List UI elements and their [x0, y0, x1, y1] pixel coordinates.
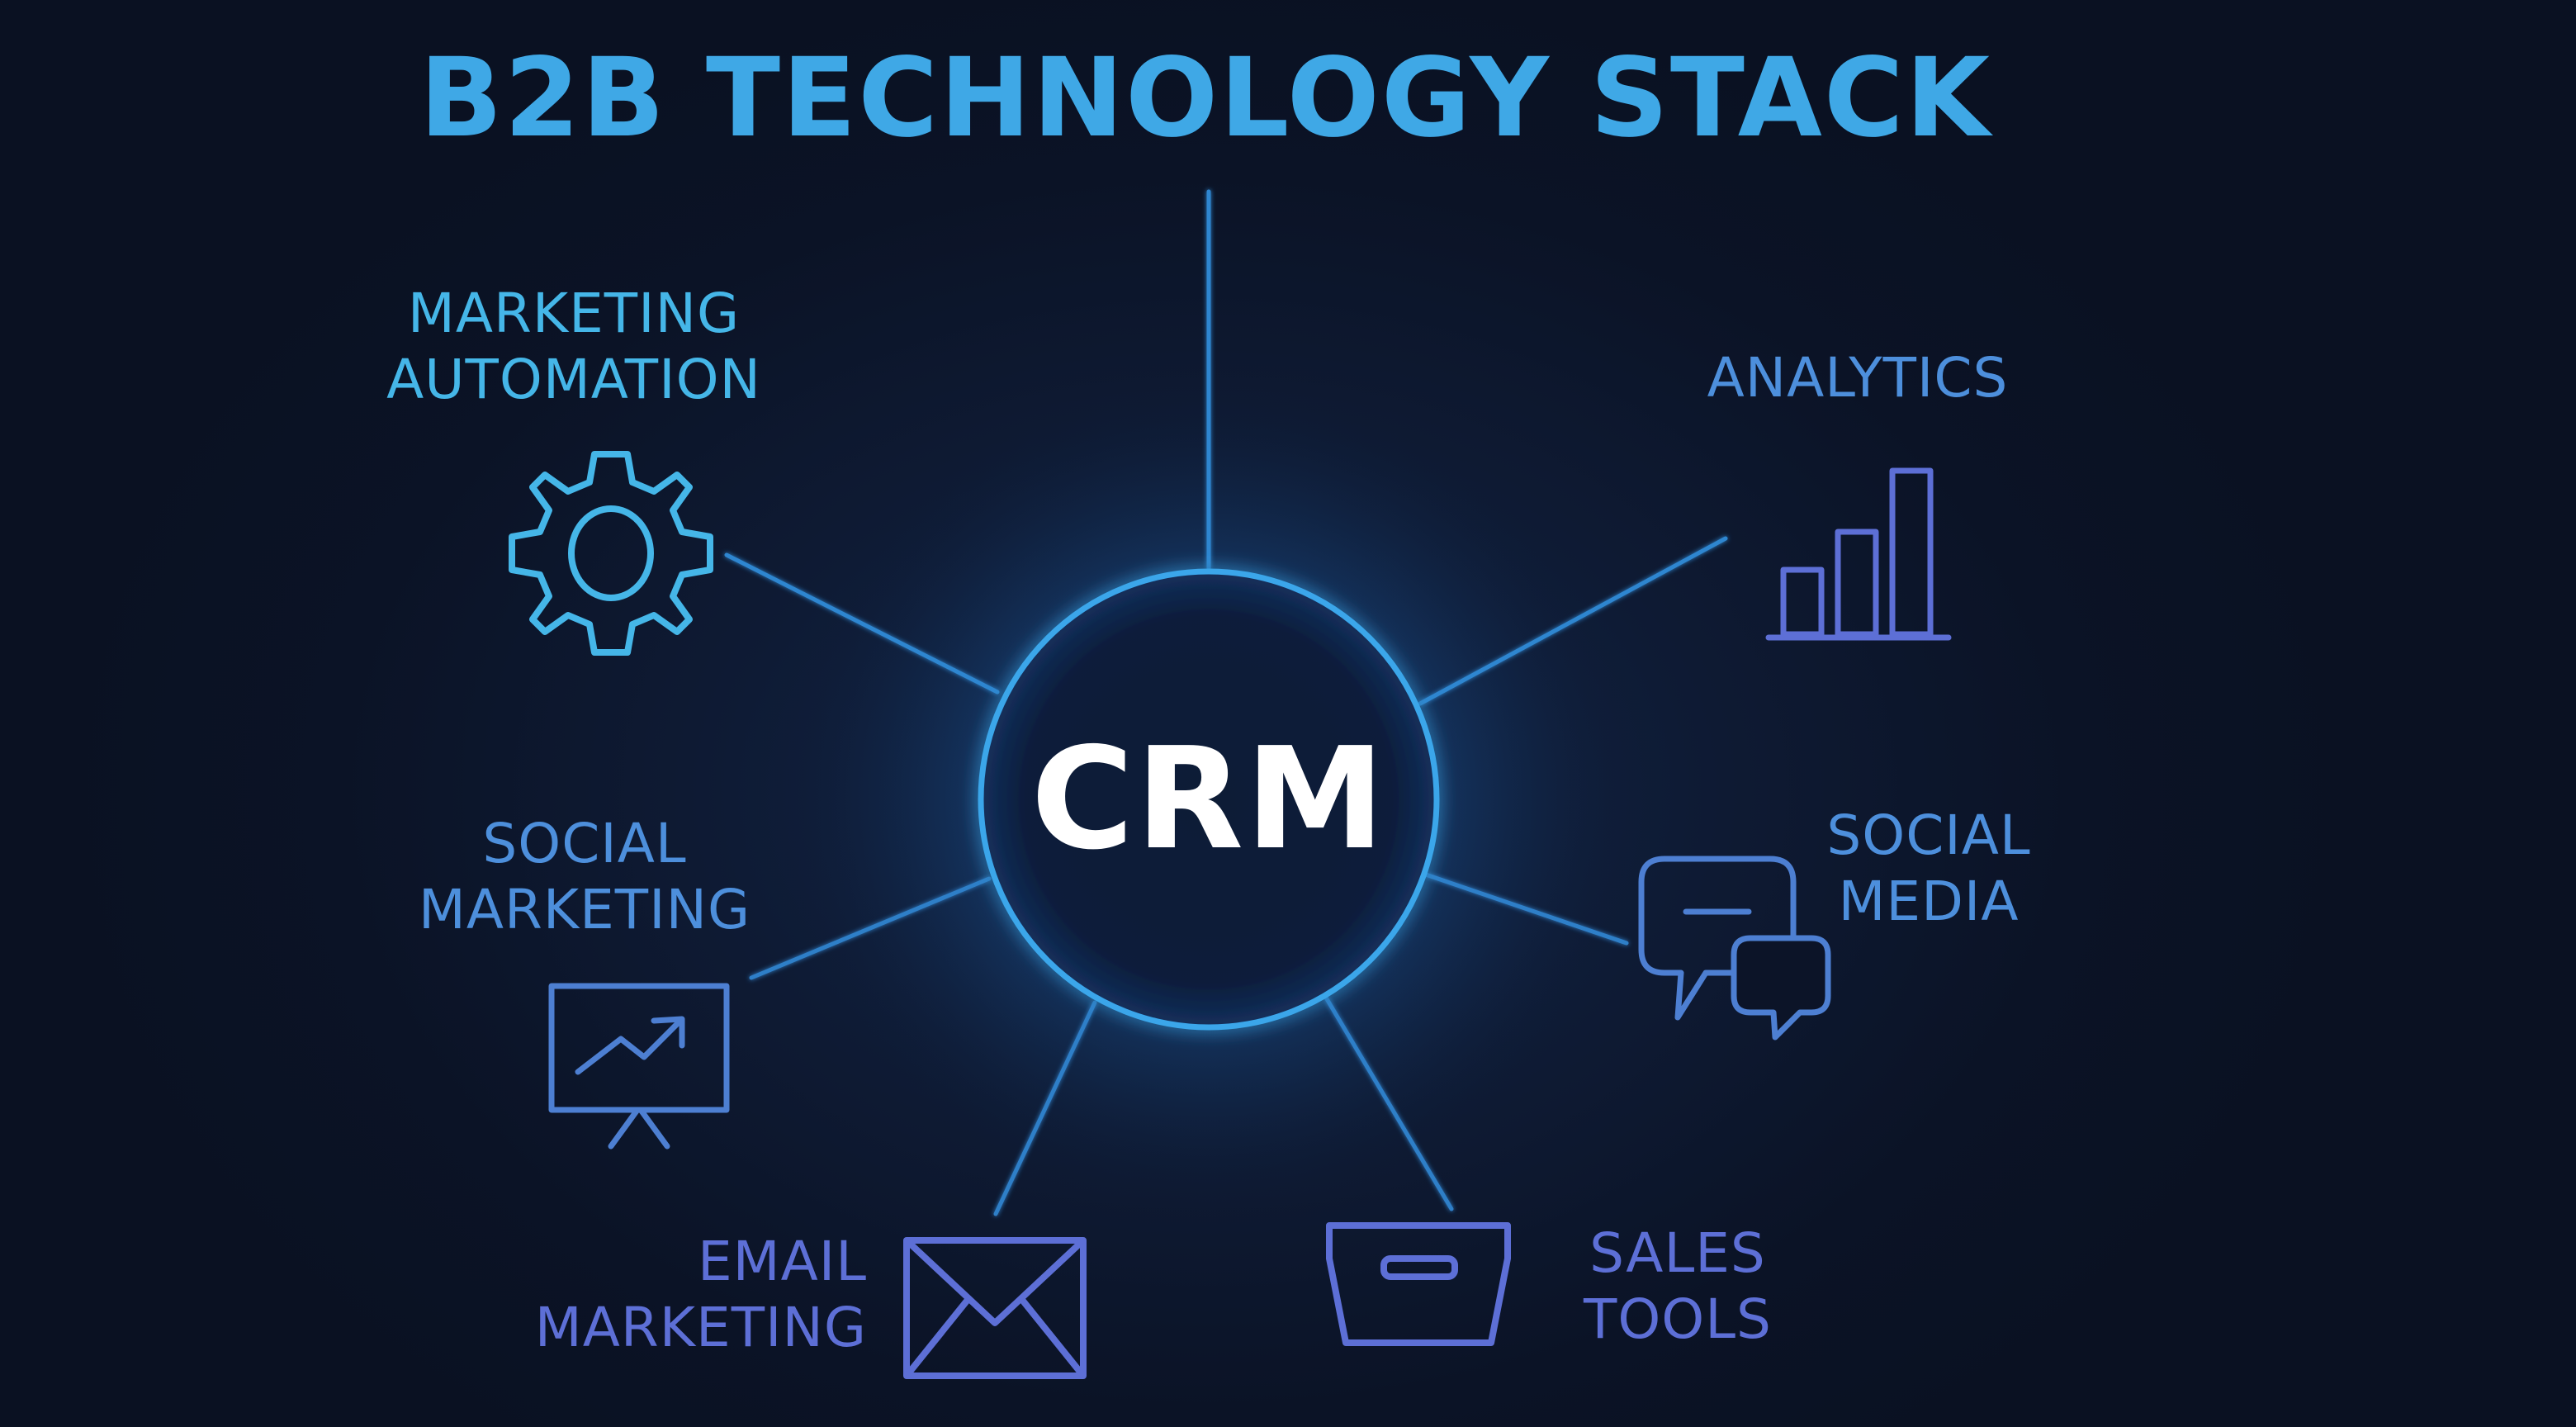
connector-email-marketing: [993, 1000, 1097, 1216]
node-label-line: EMAIL: [697, 1230, 867, 1293]
connector-lines: [724, 189, 1728, 1216]
node-label-line: MEDIA: [1838, 870, 2020, 933]
hub-ring: [978, 568, 1440, 1031]
hub-label: CRM: [1030, 718, 1387, 881]
node-label-line: MARKETING: [534, 1296, 867, 1359]
node-label-marketing-automation: MARKETING AUTOMATION: [372, 281, 776, 413]
gear-icon: [509, 451, 713, 656]
node-label-line: MARKETING: [407, 282, 741, 345]
connector-analytics: [1418, 536, 1728, 706]
node-label-social-marketing: SOCIAL MARKETING: [411, 811, 758, 943]
chat-bubbles-icon: [1638, 856, 1831, 1041]
inbox-tray-icon: [1326, 1222, 1511, 1346]
connector-marketing-automation: [724, 552, 1000, 695]
node-label-sales-tools: SALES TOOLS: [1562, 1221, 1793, 1353]
node-label-line: AUTOMATION: [386, 348, 761, 411]
node-label-email-marketing: EMAIL MARKETING: [495, 1229, 867, 1361]
node-label-line: SOCIAL: [482, 812, 687, 875]
presentation-board-icon: [548, 983, 730, 1150]
bar-chart-icon: [1765, 467, 1952, 641]
node-label-analytics: ANALYTICS: [1676, 345, 2039, 411]
node-label-line: TOOLS: [1584, 1287, 1772, 1351]
node-label-social-media: SOCIAL MEDIA: [1805, 803, 2053, 935]
connector-social-marketing: [749, 876, 992, 980]
connector-social-media: [1421, 871, 1629, 946]
node-label-line: MARKETING: [418, 878, 751, 941]
node-label-line: ANALYTICS: [1707, 346, 2009, 410]
page-title: B2B TECHNOLOGY STACK: [419, 35, 1992, 162]
envelope-icon: [903, 1237, 1087, 1379]
node-label-line: SOCIAL: [1826, 804, 2031, 867]
node-label-line: SALES: [1589, 1221, 1766, 1285]
connector-sales-tools: [1324, 995, 1454, 1211]
